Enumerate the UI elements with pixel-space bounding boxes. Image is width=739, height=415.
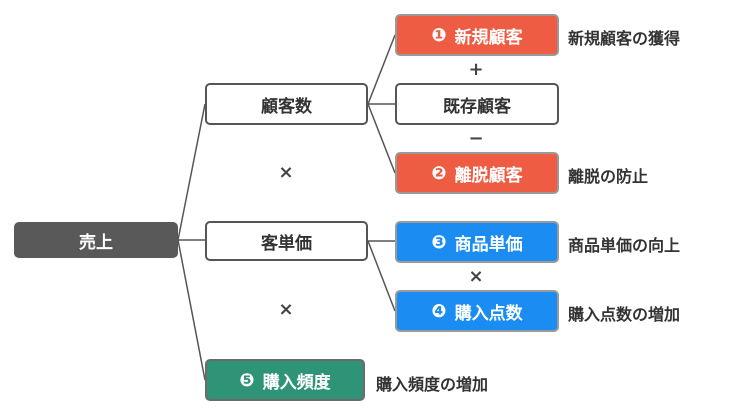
- note-churn: 離脱の防止: [568, 167, 649, 186]
- node-unit-price: 客単価: [205, 221, 368, 261]
- note-new-customers: 新規顧客の獲得: [568, 29, 681, 48]
- node-churned-customers-label: 離脱顧客: [454, 165, 523, 186]
- minus-operator: −: [468, 128, 484, 149]
- connector-customers-churn: [367, 103, 396, 174]
- node-new-customers: ❶ 新規顧客: [395, 14, 559, 56]
- node-purchase-count-label: 購入点数: [454, 303, 523, 324]
- node-purchase-frequency: ❺ 購入頻度: [205, 359, 365, 401]
- number-badge-3: ❸: [431, 231, 447, 253]
- root-node-sales: 売上: [14, 222, 178, 258]
- connector-customers-new: [367, 34, 396, 105]
- number-badge-1: ❶: [431, 24, 447, 46]
- node-purchase-frequency-label: 購入頻度: [262, 372, 331, 393]
- node-product-price: ❸ 商品単価: [395, 221, 559, 263]
- node-unit-price-label: 客単価: [261, 233, 312, 254]
- connector-root-frequency: [177, 239, 206, 381]
- node-existing-customers: 既存顧客: [395, 83, 559, 125]
- times-operator-upper: ×: [278, 162, 294, 183]
- note-frequency: 購入頻度の増加: [376, 375, 489, 394]
- node-new-customers-label: 新規顧客: [454, 27, 523, 48]
- connector-root-customers: [177, 103, 206, 241]
- node-customer-count: 顧客数: [205, 83, 368, 125]
- connector-unitprice-count: [367, 240, 396, 312]
- number-badge-5: ❺: [239, 369, 255, 391]
- node-product-price-label: 商品単価: [454, 234, 523, 255]
- plus-operator: +: [468, 59, 484, 80]
- times-operator-level2: ×: [468, 266, 484, 287]
- times-operator-lower: ×: [278, 299, 294, 320]
- number-badge-4: ❹: [431, 300, 447, 322]
- node-purchase-count: ❹ 購入点数: [395, 290, 559, 332]
- root-node-label: 売上: [79, 232, 113, 253]
- note-product-price: 商品単価の向上: [568, 236, 681, 255]
- node-existing-customers-label: 既存顧客: [443, 96, 511, 117]
- number-badge-2: ❷: [431, 162, 447, 184]
- node-churned-customers: ❷ 離脱顧客: [395, 152, 559, 194]
- note-purchase-count: 購入点数の増加: [568, 305, 681, 324]
- node-customer-count-label: 顧客数: [261, 96, 312, 117]
